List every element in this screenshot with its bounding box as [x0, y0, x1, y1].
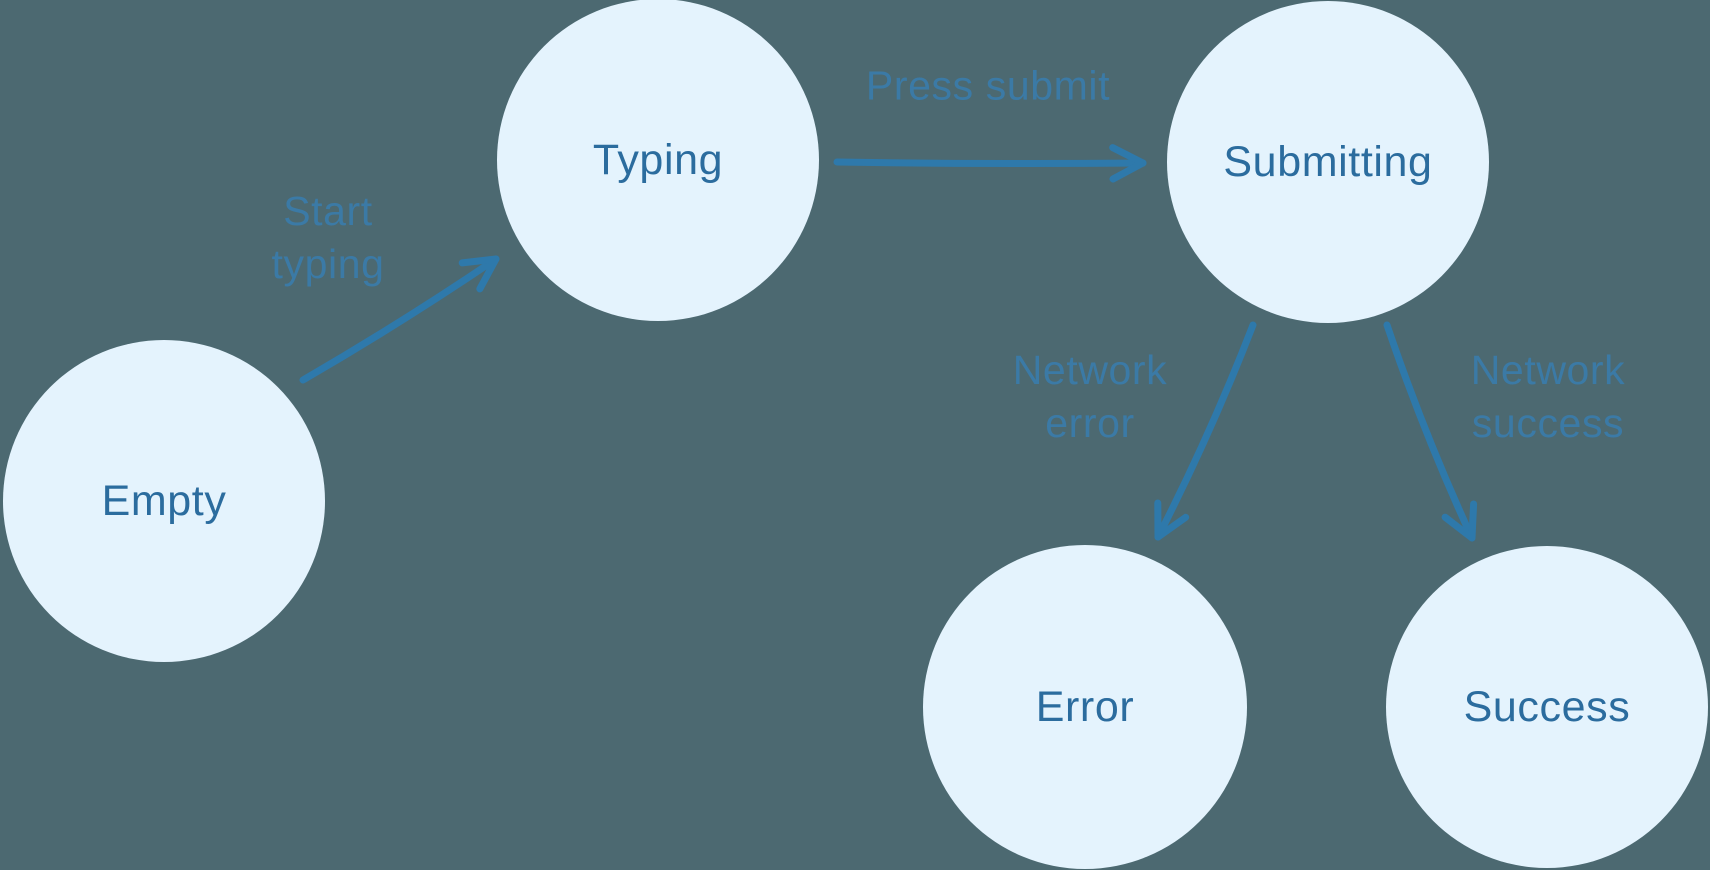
edge-label-network-error: Network error: [1013, 344, 1168, 450]
edge-network-success: [1383, 321, 1478, 542]
state-node-label-typing: Typing: [592, 135, 724, 184]
state-node-label-submitting: Submitting: [1223, 137, 1433, 186]
edge-label-line-start-typing-0: Start: [283, 188, 373, 234]
state-node-success: Success: [1386, 546, 1708, 868]
edge-line-press-submit: [833, 158, 1147, 168]
state-node-label-success: Success: [1463, 682, 1631, 731]
state-node-submitting: Submitting: [1167, 1, 1489, 323]
state-node-typing: Typing: [497, 0, 819, 321]
state-node-empty: Empty: [3, 340, 325, 662]
edge-line-network-success: [1383, 321, 1476, 542]
state-node-label-error: Error: [1035, 682, 1135, 731]
state-node-error: Error: [923, 545, 1247, 869]
edge-line-start-typing: [299, 255, 500, 384]
arrowhead-icon-start-typing: [458, 255, 500, 293]
edge-label-network-success: Network success: [1471, 344, 1626, 450]
edge-label-line-start-typing-1: typing: [271, 241, 385, 287]
edge-label-line-network-success-0: Network: [1470, 347, 1626, 393]
edge-label-line-network-success-1: success: [1471, 400, 1625, 446]
edge-label-line-network-error-1: error: [1045, 400, 1135, 446]
edge-start-typing: [299, 255, 500, 384]
edge-label-line-network-error-0: Network: [1012, 347, 1168, 393]
edge-network-error: [1154, 321, 1257, 541]
state-node-label-empty: Empty: [101, 476, 227, 525]
edge-line-network-error: [1154, 321, 1257, 541]
edge-press-submit: [833, 144, 1147, 183]
edge-label-start-typing: Start typing: [271, 185, 384, 291]
edge-label-press-submit: Press submit: [866, 60, 1110, 113]
edge-label-line-press-submit-0: Press submit: [865, 62, 1111, 109]
arrowhead-icon-network-error: [1154, 499, 1190, 541]
arrowhead-icon-press-submit: [1109, 144, 1147, 183]
arrowhead-icon-network-success: [1441, 500, 1478, 542]
